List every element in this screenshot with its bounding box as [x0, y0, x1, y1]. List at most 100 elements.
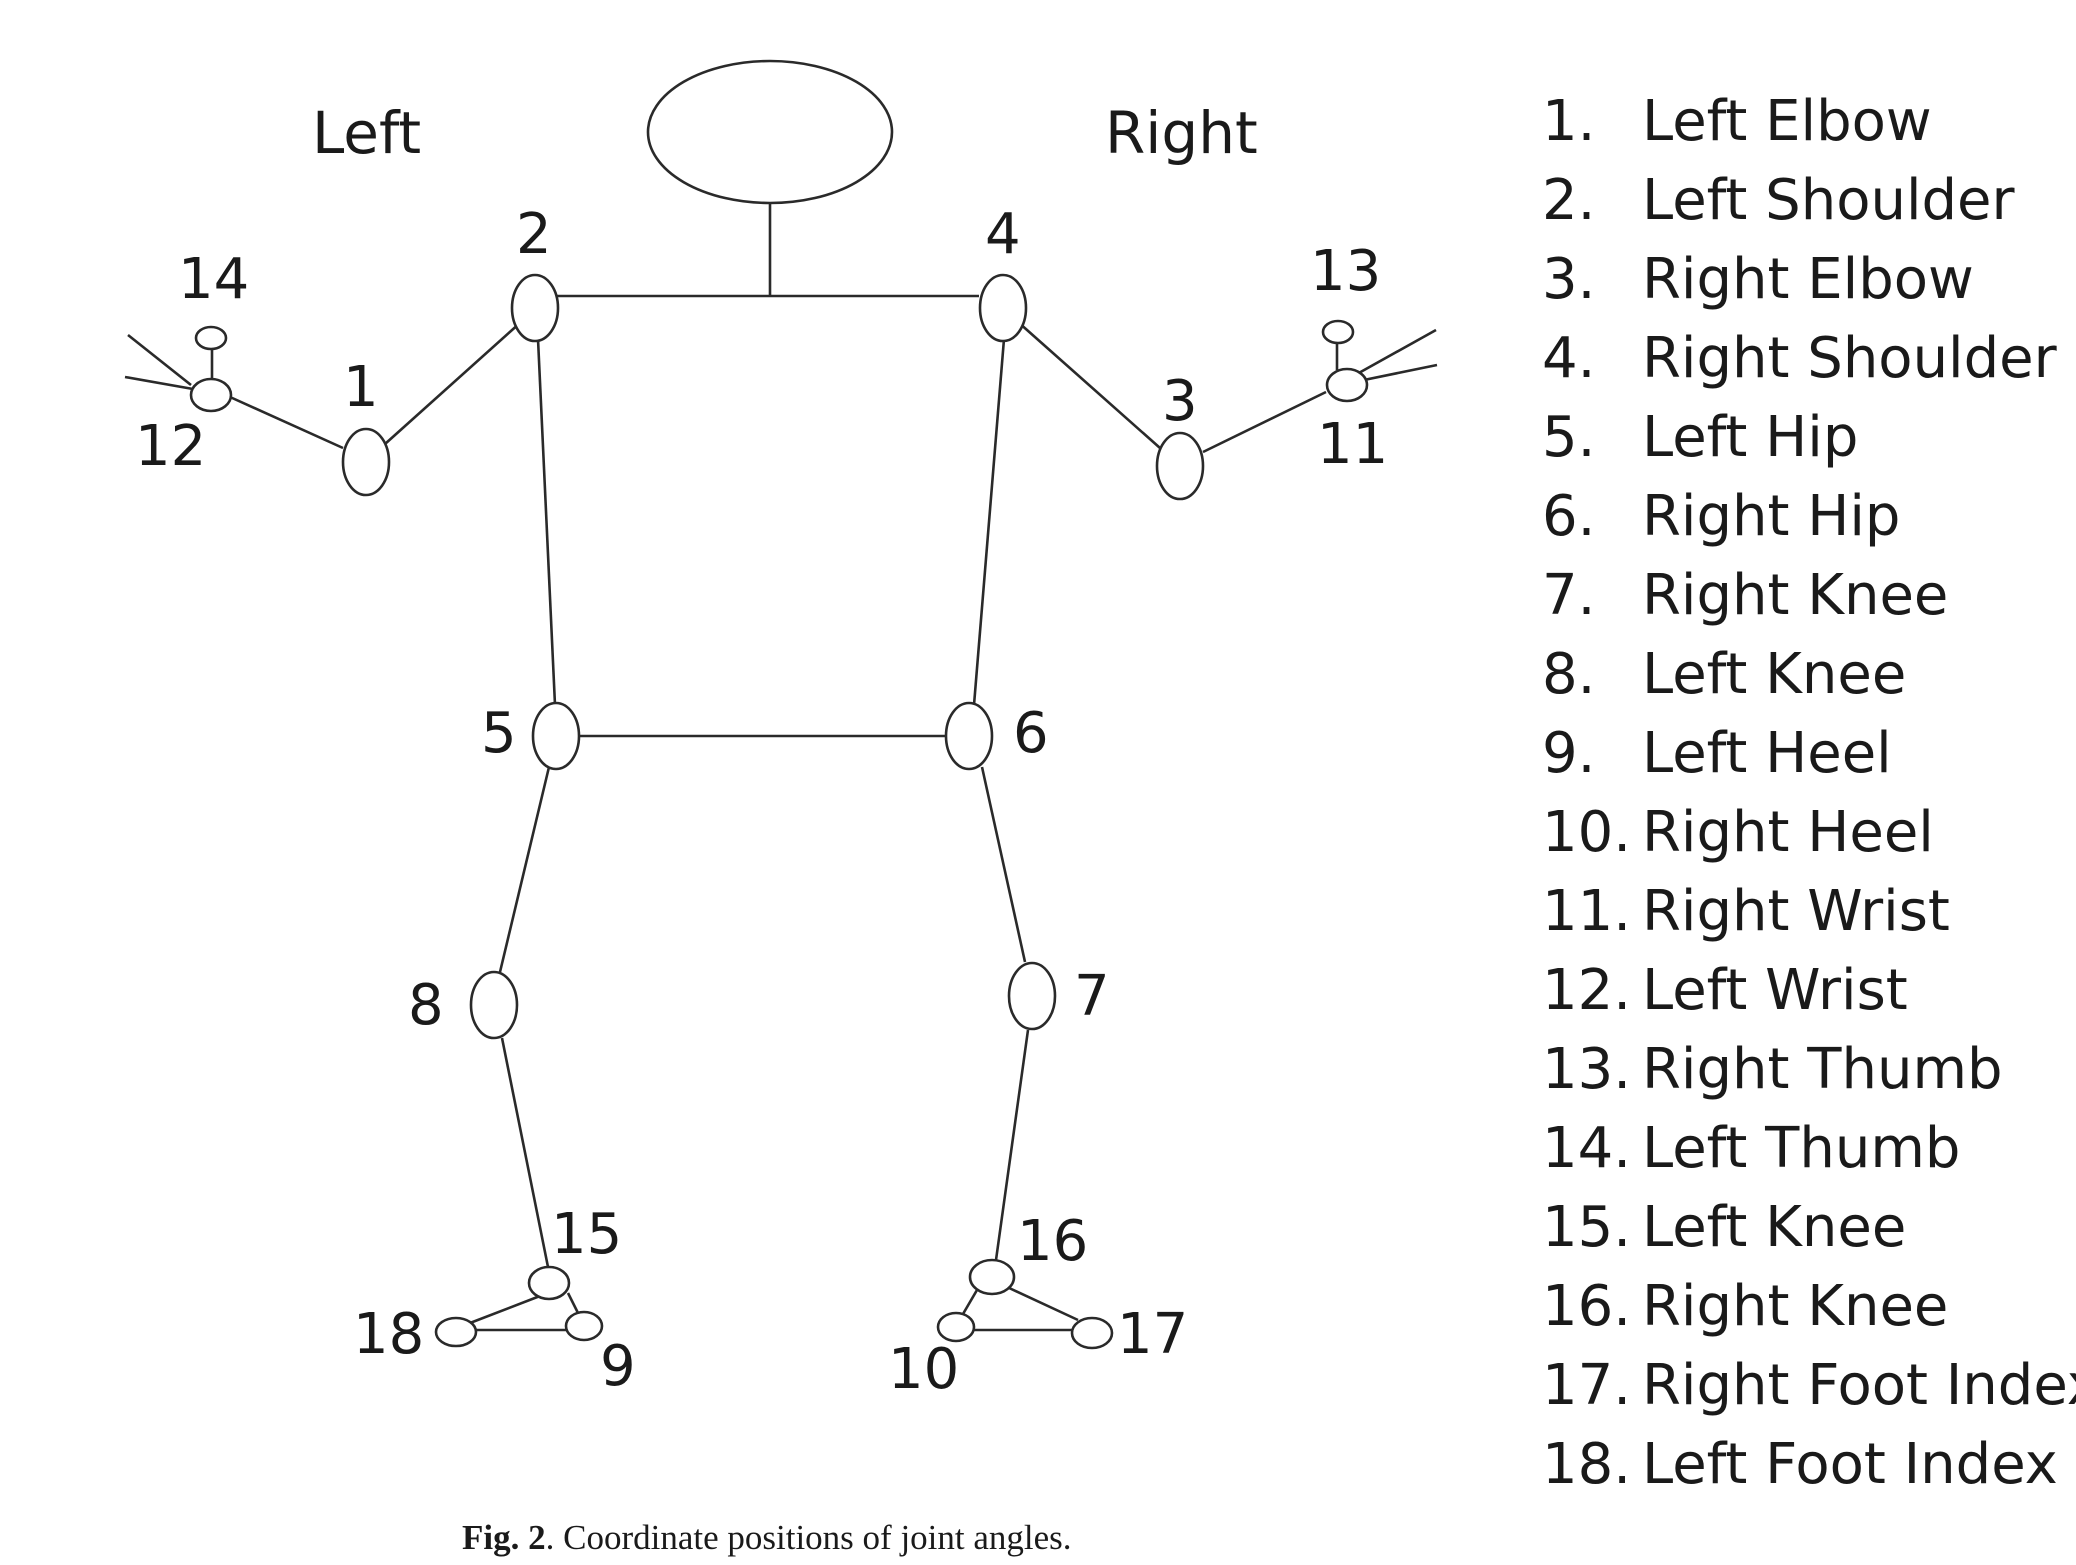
legend-item: 7. Right Knee [1542, 556, 2076, 635]
legend-item-number: 14. [1542, 1116, 1632, 1181]
legend-item-number: 13. [1542, 1037, 1632, 1102]
joint-number-16: 16 [1017, 1209, 1088, 1274]
legend-item: 8.Left Knee [1542, 635, 2076, 714]
legend-item-name: Right Hip [1642, 484, 1901, 549]
joint-4-right-shoulder [978, 273, 1028, 343]
right-forearm [1202, 390, 1327, 454]
joint-number-10: 10 [888, 1337, 959, 1402]
legend-item-name: Right Knee [1642, 563, 1949, 628]
joint-12-left-wrist [189, 377, 233, 413]
legend-item: 4. Right Shoulder [1542, 319, 2076, 398]
joint-6-right-hip [944, 701, 994, 771]
legend-item: 2. Left Shoulder [1542, 161, 2076, 240]
skeleton-joints [189, 59, 1369, 1350]
joint-7-right-knee [1007, 961, 1057, 1031]
joint-13-right-thumb [1321, 319, 1355, 345]
joint-5-left-hip [531, 701, 581, 771]
joint-9-left-heel [564, 1310, 604, 1342]
right-foot-bone-b [1006, 1285, 1079, 1322]
legend-item-number: 12. [1542, 958, 1632, 1023]
legend-item-name: Left Shoulder [1642, 168, 2015, 233]
joint-15-left-knee [527, 1265, 571, 1301]
right-thigh [980, 766, 1027, 963]
left-foot-bone-b [566, 1292, 580, 1314]
joint-number-12: 12 [135, 414, 206, 479]
joint-number-15: 15 [551, 1202, 622, 1267]
left-foot-bone-a [469, 1294, 541, 1325]
legend-item: 16.Right Knee [1542, 1267, 2076, 1346]
joint-3-right-elbow [1155, 431, 1205, 501]
right-shin [994, 1029, 1030, 1261]
legend-item: 9. Left Heel [1542, 714, 2076, 793]
legend-item-name: Left Hip [1642, 405, 1859, 470]
joint-number-7: 7 [1074, 964, 1110, 1029]
legend-item-name: Left Elbow [1642, 89, 1932, 154]
legend-item-number: 5. [1542, 405, 1596, 470]
left-thigh [498, 766, 551, 973]
legend-item-number: 7. [1542, 563, 1596, 628]
legend-item: 11.Right Wrist [1542, 872, 2076, 951]
joint-number-3: 3 [1162, 369, 1198, 434]
left-torso-side [536, 338, 557, 706]
legend-item-number: 11. [1542, 879, 1632, 944]
joint-10-right-heel [936, 1311, 976, 1343]
joint-number-1: 1 [343, 355, 379, 420]
right-finger-line-b [1358, 363, 1438, 383]
legend-item-number: 2. [1542, 168, 1596, 233]
figure-caption: Fig. 2. Coordinate positions of joint an… [462, 1518, 1072, 1558]
legend-item-number: 3. [1542, 247, 1596, 312]
legend-item: 15.Left Knee [1542, 1188, 2076, 1267]
right-foot-bone-a [961, 1289, 979, 1315]
joint-18-left-foot-index [434, 1316, 478, 1348]
legend-item-name: Left Wrist [1642, 958, 1908, 1023]
joint-14-left-thumb [194, 325, 228, 351]
joint-number-8: 8 [408, 973, 444, 1038]
right-finger-line-a [1356, 328, 1437, 376]
legend-item-name: Right Shoulder [1642, 326, 2057, 391]
legend-item: 13.Right Thumb [1542, 1030, 2076, 1109]
joint-2-left-shoulder [510, 273, 560, 343]
legend-item: 1.Left Elbow [1542, 82, 2076, 161]
joint-number-13: 13 [1310, 239, 1381, 304]
left-forearm [229, 395, 344, 450]
left-upper-arm [384, 321, 522, 445]
legend-item-number: 9. [1542, 721, 1596, 786]
figure-caption-label: Fig. 2 [462, 1518, 546, 1557]
legend-item: 14.Left Thumb [1542, 1109, 2076, 1188]
joint-legend: 1.Left Elbow 2. Left Shoulder 3. Right Elb… [1542, 82, 2076, 1504]
joint-1-left-elbow [341, 427, 391, 497]
legend-item-name: Left Heel [1642, 721, 1892, 786]
right-side-label: Right [1105, 99, 1258, 167]
joint-number-11: 11 [1317, 412, 1388, 477]
legend-item: 17.Right Foot Index [1542, 1346, 2076, 1425]
legend-item: 6. Right Hip [1542, 477, 2076, 556]
left-shin [500, 1037, 550, 1268]
joint-16-right-knee [968, 1258, 1016, 1296]
legend-item: 3. Right Elbow [1542, 240, 2076, 319]
legend-item-number: 18. [1542, 1432, 1632, 1497]
legend-item-number: 4. [1542, 326, 1596, 391]
legend-item-name: Left Knee [1642, 1195, 1907, 1260]
joint-11-right-wrist [1325, 367, 1369, 403]
legend-item-number: 16. [1542, 1274, 1632, 1339]
legend-item-name: Right Knee [1642, 1274, 1949, 1339]
legend-item-name: Left Knee [1642, 642, 1907, 707]
head-shape [646, 59, 894, 205]
legend-item-number: 15. [1542, 1195, 1632, 1260]
joint-17-right-foot-index [1070, 1316, 1114, 1350]
skeleton-bones [124, 203, 1438, 1332]
legend-item-name: Right Elbow [1642, 247, 1974, 312]
legend-item: 18.Left Foot Index [1542, 1425, 2076, 1504]
joint-number-4: 4 [985, 202, 1021, 267]
legend-item-name: Left Foot Index [1642, 1432, 2058, 1497]
joint-number-6: 6 [1013, 701, 1049, 766]
legend-item-name: Right Thumb [1642, 1037, 2003, 1102]
legend-item-number: 17. [1542, 1353, 1632, 1418]
figure-caption-text: . Coordinate positions of joint angles. [545, 1518, 1072, 1557]
joint-8-left-knee [469, 970, 519, 1040]
legend-item: 12.Left Wrist [1542, 951, 2076, 1030]
legend-item-name: Right Foot Index [1642, 1353, 2076, 1418]
joint-number-18: 18 [353, 1302, 424, 1367]
legend-item-number: 6. [1542, 484, 1596, 549]
joint-number-14: 14 [178, 247, 249, 312]
